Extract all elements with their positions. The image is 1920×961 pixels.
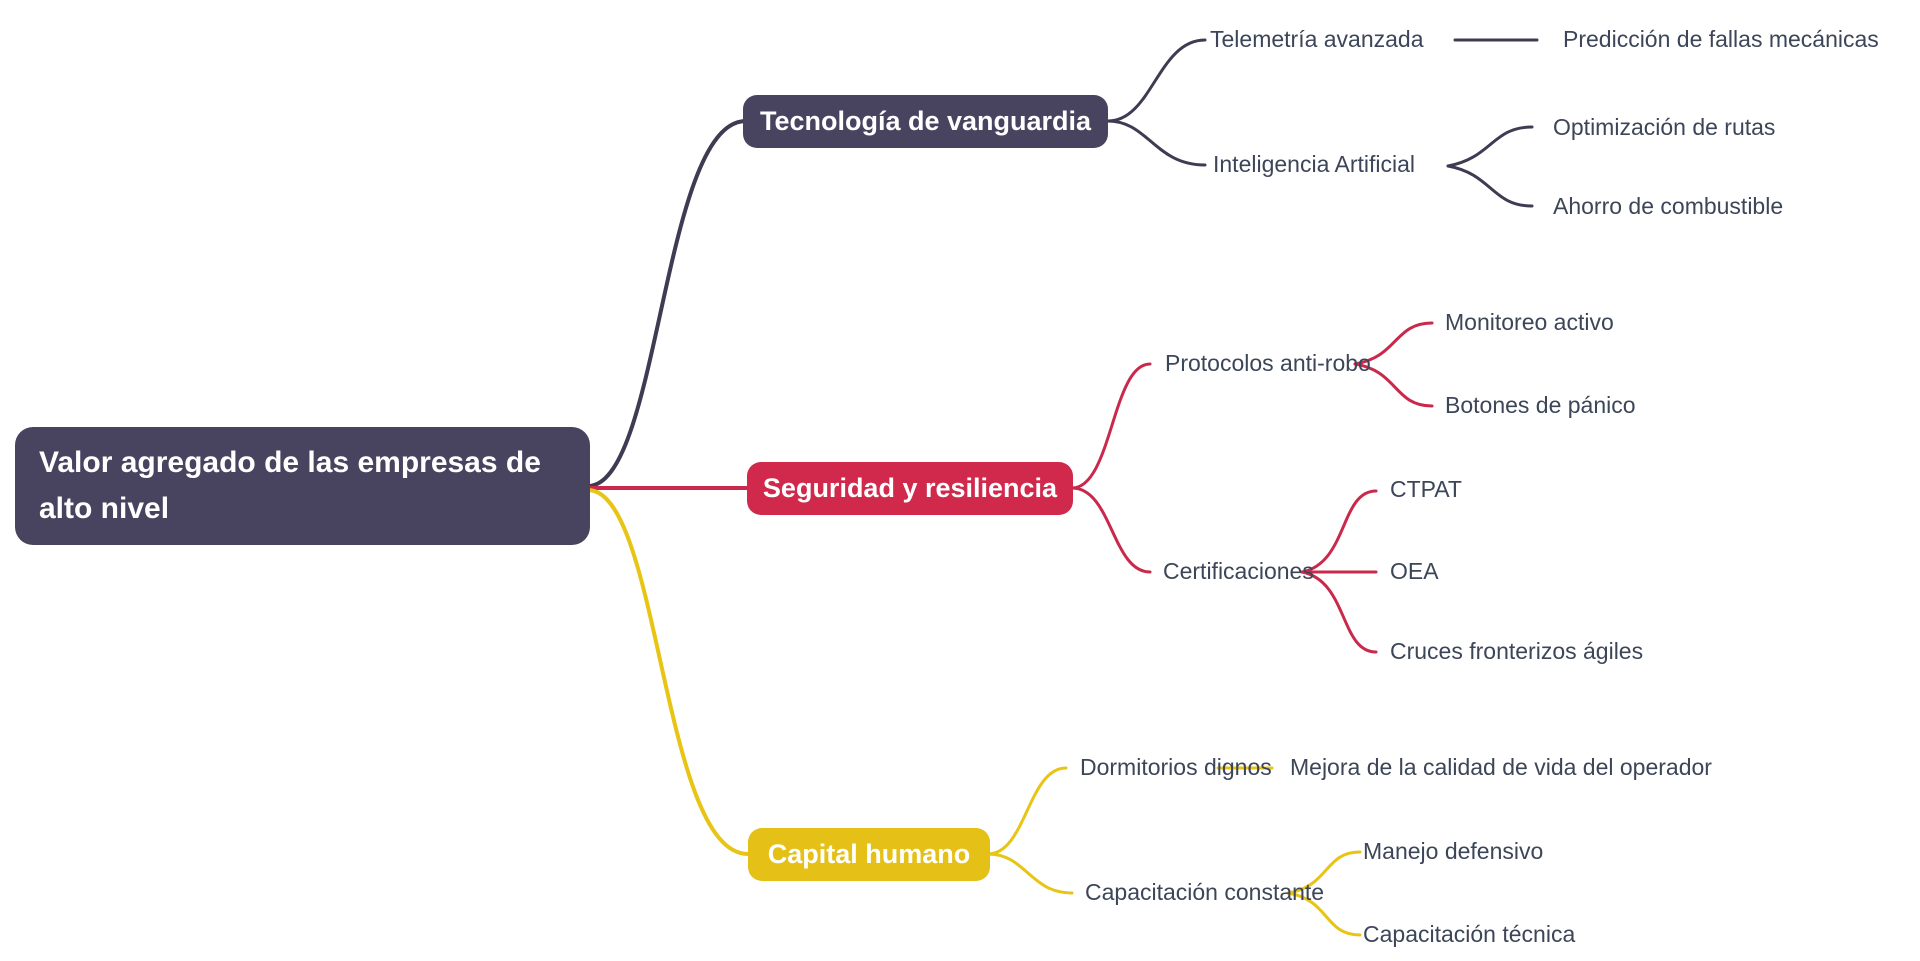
connector-inteligencia-to-optimizacion	[1446, 125, 1534, 168]
branch-node-seguridad: Seguridad y resiliencia	[747, 462, 1073, 515]
connector-protocolos-to-monitoreo	[1353, 321, 1434, 366]
node-monitoreo-activo: Monitoreo activo	[1445, 308, 1614, 335]
connector-capacitacion-to-tecnica	[1286, 891, 1362, 937]
root-node: Valor agregado de las empresas de alto n…	[15, 427, 590, 545]
node-ahorro-combustible: Ahorro de combustible	[1553, 192, 1784, 219]
node-mejora-calidad-vida: Mejora de la calidad de vida del operado…	[1290, 753, 1712, 780]
connector-certificaciones-to-cruces	[1300, 570, 1378, 654]
node-cruces-fronterizos: Cruces fronterizos ágiles	[1390, 637, 1644, 664]
node-protocolos-anti-robo: Protocolos anti-robo	[1165, 349, 1371, 376]
node-optimizacion-rutas: Optimización de rutas	[1553, 113, 1776, 140]
connector-tecnologia-to-telemetria	[1106, 38, 1207, 123]
node-inteligencia-artificial: Inteligencia Artificial	[1213, 150, 1415, 177]
connector-tecnologia-to-inteligencia	[1106, 119, 1207, 167]
connector-certificaciones-to-ctpat	[1300, 489, 1378, 574]
node-prediccion-fallas: Predicción de fallas mecánicas	[1563, 25, 1879, 52]
connector-capital-to-dormitorios	[986, 766, 1068, 856]
node-ctpat: CTPAT	[1390, 475, 1462, 502]
connector-capital-to-capacitacion	[986, 852, 1074, 895]
node-oea: OEA	[1390, 557, 1439, 584]
node-dormitorios-dignos: Dormitorios dignos	[1080, 753, 1272, 780]
connector-seguridad-to-protocolos	[1070, 362, 1152, 490]
node-certificaciones: Certificaciones	[1163, 557, 1314, 584]
node-botones-panico: Botones de pánico	[1445, 391, 1636, 418]
connector-capacitacion-to-manejo	[1286, 850, 1362, 895]
connector-protocolos-to-botones	[1353, 362, 1434, 408]
node-capacitacion-constante: Capacitación constante	[1085, 878, 1325, 905]
connector-root-to-tecnologia	[586, 119, 748, 488]
branch-node-tecnologia: Tecnología de vanguardia	[743, 95, 1108, 148]
node-capacitacion-tecnica: Capacitación técnica	[1363, 920, 1576, 947]
node-manejo-defensivo: Manejo defensivo	[1363, 837, 1544, 864]
connector-root-to-capital	[586, 488, 750, 856]
branch-node-capital: Capital humano	[748, 828, 990, 881]
node-telemetria-avanzada: Telemetría avanzada	[1210, 25, 1424, 52]
connector-seguridad-to-certificaciones	[1070, 486, 1152, 574]
connector-inteligencia-to-ahorro	[1446, 164, 1534, 208]
